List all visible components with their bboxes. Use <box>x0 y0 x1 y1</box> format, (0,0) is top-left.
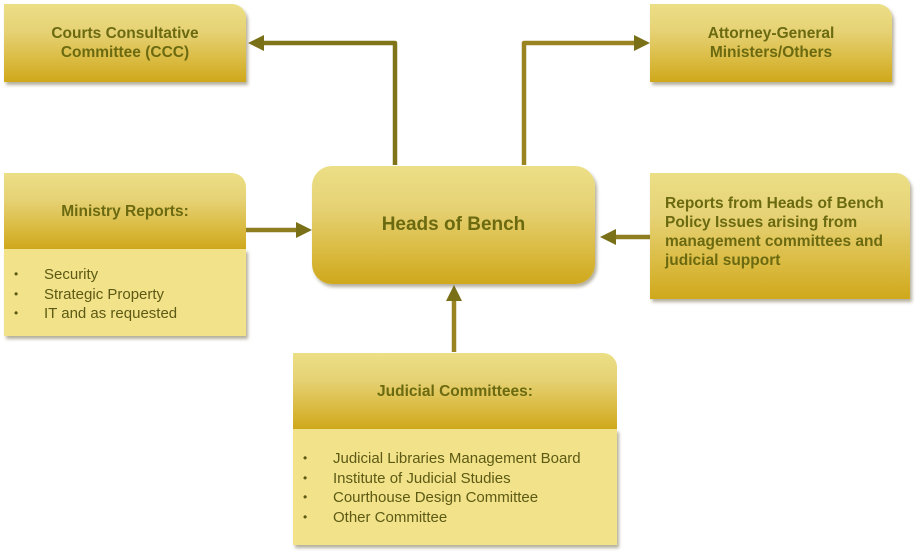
list-item: Strategic Property <box>4 285 246 305</box>
attorney-label-line2: Ministers/Others <box>709 44 833 61</box>
arrow-ministry-to-heads <box>246 222 312 238</box>
list-item: Security <box>4 265 246 285</box>
attorney-label-line1: Attorney-General <box>707 25 835 42</box>
arrow-judicial-to-heads <box>446 285 462 352</box>
arrow-heads-to-ccc <box>248 35 398 165</box>
list-item: Other Committee <box>293 508 617 528</box>
heads-of-bench-label: Heads of Bench <box>381 214 526 235</box>
list-item: Courthouse Design Committee <box>293 488 617 508</box>
reports-box: Reports from Heads of Bench Policy Issue… <box>650 173 910 299</box>
ministry-reports-list: Security Strategic Property IT and as re… <box>4 249 246 336</box>
reports-line: judicial support <box>665 252 781 269</box>
judicial-committees-list: Judicial Libraries Management Board Inst… <box>293 429 617 545</box>
ministry-reports-title: Ministry Reports: <box>61 202 189 220</box>
reports-line: management committees and <box>665 233 883 250</box>
arrow-reports-to-heads <box>600 229 652 245</box>
heads-of-bench-box: Heads of Bench <box>312 166 595 284</box>
list-item: Institute of Judicial Studies <box>293 469 617 489</box>
reports-line: Reports from Heads of Bench <box>665 195 884 212</box>
judicial-committees-title: Judicial Committees: <box>377 382 533 400</box>
ccc-box: Courts Consultative Committee (CCC) <box>4 4 246 82</box>
ccc-label-line2: Committee (CCC) <box>60 44 190 61</box>
ccc-label-line1: Courts Consultative <box>51 25 199 42</box>
arrow-heads-to-attorney <box>521 35 650 165</box>
list-item: IT and as requested <box>4 304 246 324</box>
reports-line: Policy Issues arising from <box>665 214 858 231</box>
list-item: Judicial Libraries Management Board <box>293 449 617 469</box>
attorney-general-box: Attorney-General Ministers/Others <box>650 4 892 82</box>
ministry-reports-header: Ministry Reports: <box>4 173 246 249</box>
judicial-committees-header: Judicial Committees: <box>293 353 617 429</box>
